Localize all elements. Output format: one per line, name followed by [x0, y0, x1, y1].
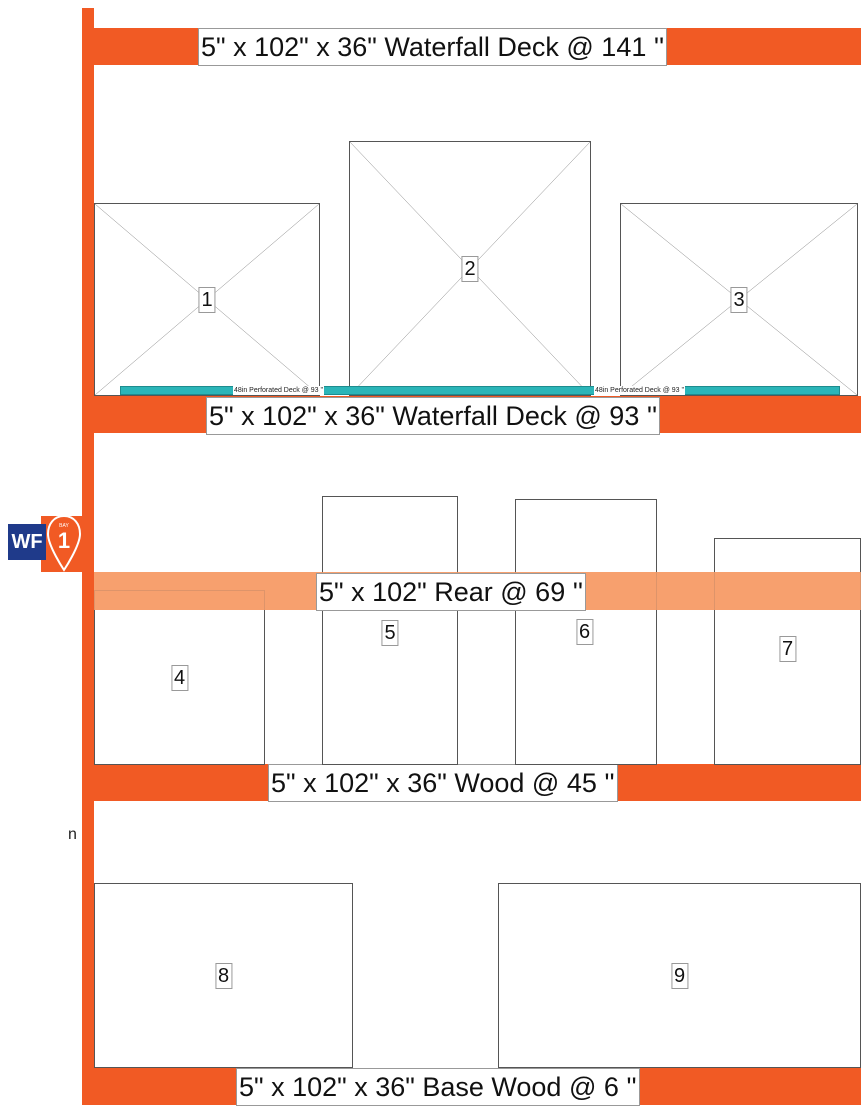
pallet-box-2[interactable]: 2 [349, 141, 591, 396]
pallet-box-1[interactable]: 1 [94, 203, 320, 396]
rack-upright [82, 8, 94, 1100]
box-number: 9 [670, 962, 689, 989]
location-pin-icon: BAY 1 [41, 514, 86, 572]
deck-label-right: 48in Perforated Deck @ 93 '' [594, 386, 686, 395]
beam-label-69-front: 5" x 102" Rear @ 69 '' [316, 573, 587, 611]
perforated-deck[interactable] [120, 386, 840, 395]
box-number: 7 [778, 636, 797, 663]
beam-label-45: 5" x 102" x 36" Wood @ 45 '' [268, 764, 618, 802]
bay-badge[interactable]: BAY 1 WF [8, 512, 88, 584]
pallet-box-9[interactable]: 9 [498, 883, 861, 1068]
box-number: 4 [170, 664, 189, 691]
pallet-box-5[interactable]: 5 [322, 496, 458, 765]
pallet-box-3[interactable]: 3 [620, 203, 858, 396]
stray-text: n [68, 826, 77, 843]
pallet-box-4[interactable]: 4 [94, 590, 265, 765]
badge-number: 1 [58, 528, 70, 553]
box-number: 6 [576, 619, 594, 645]
beam-label-141: 5" x 102" x 36" Waterfall Deck @ 141 '' [198, 28, 668, 66]
box-number: 3 [730, 286, 748, 313]
badge-text: WF [8, 524, 46, 560]
box-number: 5 [381, 620, 399, 647]
badge-small-text: BAY [59, 523, 69, 529]
beam-label-93: 5" x 102" x 36" Waterfall Deck @ 93 '' [206, 397, 661, 435]
box-number: 2 [461, 255, 479, 282]
box-number: 8 [214, 962, 233, 989]
box-number: 1 [198, 286, 216, 313]
deck-label-left: 48in Perforated Deck @ 93 '' [233, 386, 325, 395]
beam-label-6: 5" x 102" x 36" Base Wood @ 6 '' [236, 1068, 640, 1106]
pallet-box-8[interactable]: 8 [94, 883, 353, 1068]
pallet-box-6[interactable]: 6 [515, 499, 657, 765]
